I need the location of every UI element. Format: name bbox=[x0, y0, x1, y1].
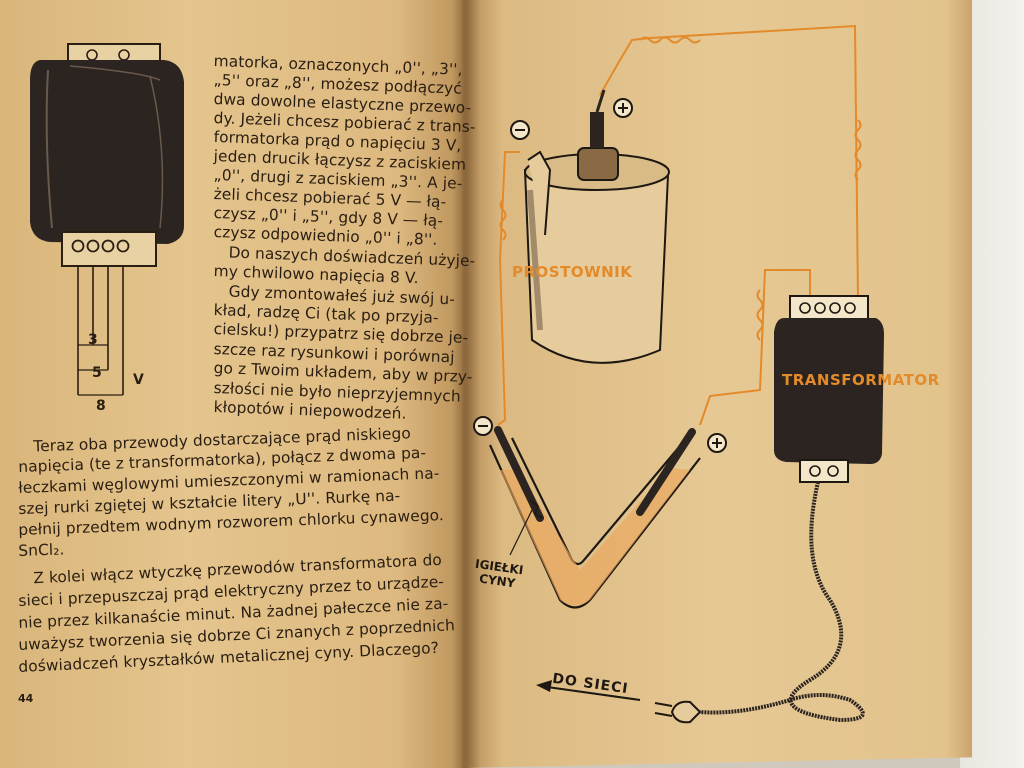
transformer-right-top-block bbox=[789, 295, 869, 321]
label-prostownik: PROSTOWNIK bbox=[512, 263, 633, 281]
rectifier-can bbox=[523, 168, 670, 364]
page-number: 44 bbox=[18, 692, 34, 705]
terminal-label-5: 5 bbox=[92, 365, 102, 381]
terminal-label-8: 8 bbox=[96, 398, 106, 414]
arrow-line bbox=[539, 685, 641, 701]
terminal-screw-icon bbox=[86, 239, 100, 253]
terminal-screw-icon bbox=[809, 465, 821, 477]
left-electrode bbox=[494, 426, 544, 522]
terminal-screw-icon bbox=[844, 302, 856, 314]
rectifier-post bbox=[590, 112, 604, 148]
transformer-right-bottom-block bbox=[799, 459, 849, 483]
terminal-screw-icon bbox=[71, 239, 85, 253]
book-gutter bbox=[452, 0, 480, 768]
label-transformator: TRANSFORMATOR bbox=[782, 371, 940, 389]
power-cord bbox=[699, 481, 865, 723]
terminal-screw-icon bbox=[101, 239, 115, 253]
terminal-screw-icon bbox=[799, 302, 811, 314]
u-tube bbox=[488, 444, 701, 609]
volt-label: V bbox=[133, 372, 144, 388]
transformer-right-body bbox=[774, 318, 884, 464]
right-electrode bbox=[636, 428, 696, 516]
terminal-screw-icon bbox=[814, 302, 826, 314]
wire-right bbox=[699, 269, 811, 426]
rectifier-tab bbox=[527, 150, 552, 236]
plug-icon bbox=[670, 700, 702, 724]
terminal-screw-icon bbox=[827, 465, 839, 477]
arrow-left-icon bbox=[536, 680, 552, 692]
terminal-label-3: 3 bbox=[88, 332, 98, 348]
rectifier-terminal bbox=[577, 147, 619, 181]
transformer-terminal-block bbox=[61, 231, 157, 267]
terminal-screw-icon bbox=[116, 239, 130, 253]
transformer-body bbox=[30, 60, 184, 244]
terminal-screw-icon bbox=[829, 302, 841, 314]
wire-left bbox=[497, 151, 520, 426]
